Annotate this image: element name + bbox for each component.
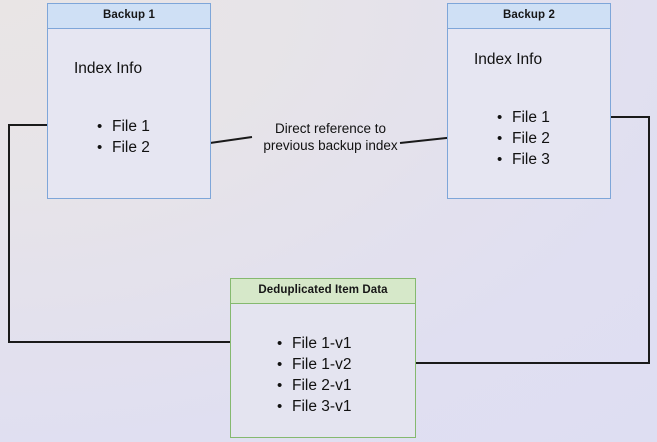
node-backup-2[interactable]: Backup 2 [447,3,611,199]
node-backup-1[interactable]: Backup 1 [47,3,211,199]
node-backup-2-file-list: File 1 File 2 File 3 [495,107,550,170]
list-item: File 2 [495,128,550,149]
list-item: File 2-v1 [275,375,351,396]
connector-label-line-2: previous backup index [263,138,398,153]
node-deduplicated-item-data-header: Deduplicated Item Data [231,279,415,304]
list-item: File 1-v2 [275,354,351,375]
node-backup-2-header: Backup 2 [448,4,610,29]
node-deduplicated-file-list: File 1-v1 File 1-v2 File 2-v1 File 3-v1 [275,333,351,417]
list-item: File 2 [95,137,150,158]
node-backup-1-header: Backup 1 [48,4,210,29]
connector-label-line-1: Direct reference to [274,121,387,136]
connector-label-direct-reference: Direct reference to previous backup inde… [248,120,413,154]
list-item: File 1 [495,107,550,128]
node-backup-1-file-list: File 1 File 2 [95,116,150,158]
list-item: File 3-v1 [275,396,351,417]
list-item: File 3 [495,149,550,170]
list-item: File 1 [95,116,150,137]
node-backup-1-title: Index Info [74,60,143,77]
node-backup-2-title: Index Info [474,51,543,68]
list-item: File 1-v1 [275,333,351,354]
